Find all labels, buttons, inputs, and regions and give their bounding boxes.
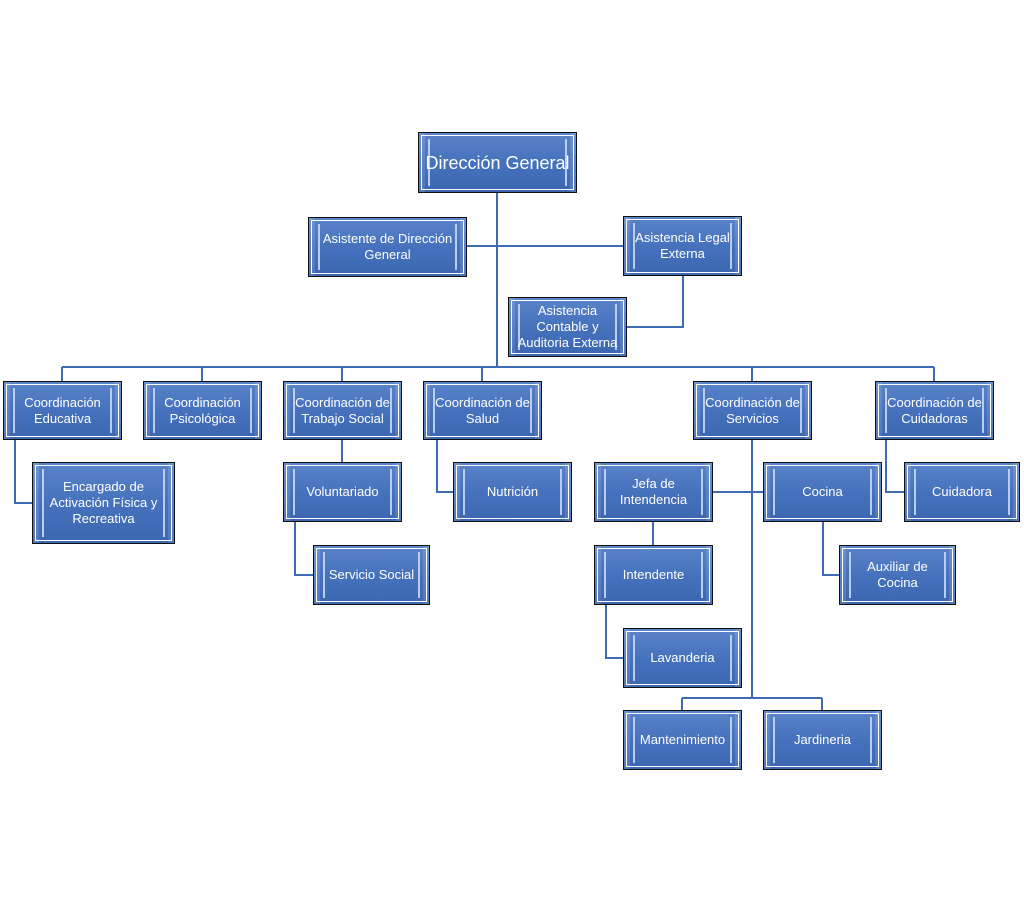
box-jefa-intendencia: Jefa de Intendencia	[594, 462, 713, 522]
connector-encargado	[14, 440, 32, 504]
box-asistencia-legal: Asistencia Legal Externa	[623, 216, 742, 276]
box-coord-trabajo-social: Coordinación de Trabajo Social	[283, 381, 402, 440]
connector-auxiliar	[822, 522, 839, 576]
box-label: Jardineria	[793, 732, 852, 747]
box-coord-salud: Coordinación de Salud	[423, 381, 542, 440]
box-coord-educativa: Coordinación Educativa	[3, 381, 122, 440]
box-coord-psicologica: Coordinación Psicológica	[143, 381, 262, 440]
box-label: Asistencia Contable y Auditoria Externa	[517, 303, 618, 350]
box-label: Cuidadora	[932, 484, 992, 499]
connector-servicio-social	[294, 522, 313, 576]
box-cocina: Cocina	[763, 462, 882, 522]
box-label: Mantenimiento	[639, 732, 726, 747]
box-cuidadora: Cuidadora	[904, 462, 1020, 522]
box-label: Coordinación de Trabajo Social	[295, 394, 390, 426]
connector-contable	[627, 276, 684, 328]
box-label: Nutrición	[486, 484, 539, 499]
box-servicio-social: Servicio Social	[313, 545, 430, 605]
box-label: Auxiliar de Cocina	[867, 559, 928, 590]
box-voluntariado: Voluntariado	[283, 462, 402, 522]
box-coord-cuidadoras: Coordinación de Cuidadoras	[875, 381, 994, 440]
box-label: Asistente de Dirección General	[322, 231, 453, 262]
box-label: Servicio Social	[328, 567, 415, 582]
box-label: Jefa de Intendencia	[619, 476, 688, 507]
box-auxiliar-cocina: Auxiliar de Cocina	[839, 545, 956, 605]
box-label: Dirección General	[425, 152, 570, 173]
box-label: Coordinación Psicológica	[164, 394, 241, 426]
box-label: Coordinación de Cuidadoras	[887, 394, 982, 426]
box-label: Voluntariado	[306, 484, 379, 499]
box-direccion-general: Dirección General	[418, 132, 577, 193]
box-label: Coordinación de Salud	[435, 394, 530, 426]
box-label: Intendente	[622, 567, 685, 582]
box-nutricion: Nutrición	[453, 462, 572, 522]
box-mantenimiento: Mantenimiento	[623, 710, 742, 770]
connector-cuidadora	[885, 440, 904, 493]
box-label: Asistencia Legal Externa	[635, 230, 730, 261]
box-label: Lavanderia	[650, 650, 715, 665]
box-asistente-direccion: Asistente de Dirección General	[308, 217, 467, 277]
box-label: Cocina	[802, 484, 843, 499]
box-encargado-activacion: Encargado de Activación Física y Recreat…	[32, 462, 175, 544]
box-label: Coordinación Educativa	[24, 394, 101, 426]
box-jardineria: Jardineria	[763, 710, 882, 770]
box-label: Coordinación de Servicios	[705, 394, 800, 426]
box-coord-servicios: Coordinación de Servicios	[693, 381, 812, 440]
connector-nutricion	[436, 440, 453, 493]
box-lavanderia: Lavanderia	[623, 628, 742, 688]
connector-lavanderia	[605, 605, 623, 659]
box-intendente: Intendente	[594, 545, 713, 605]
box-label: Encargado de Activación Física y Recreat…	[49, 479, 158, 526]
box-asistencia-contable: Asistencia Contable y Auditoria Externa	[508, 297, 627, 357]
